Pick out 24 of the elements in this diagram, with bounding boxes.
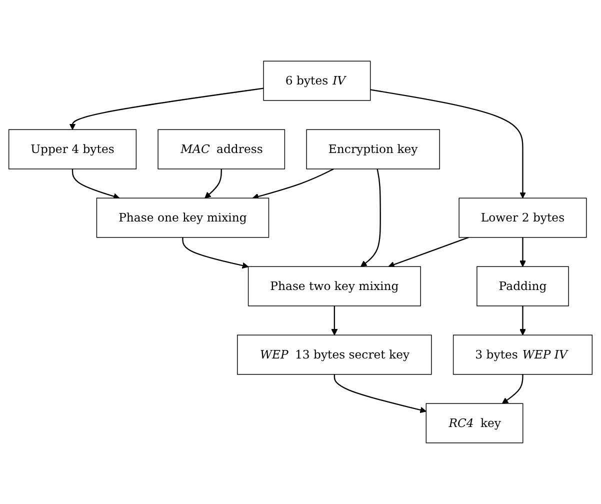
arrow bbox=[520, 306, 526, 336]
arrow bbox=[69, 88, 264, 130]
node-box: Encryption key bbox=[306, 129, 440, 170]
node-box: 3 bytes WEP IV bbox=[452, 334, 593, 375]
arrow bbox=[204, 168, 222, 198]
node-box: Padding bbox=[476, 266, 569, 306]
node-box: Phase one key mixing bbox=[96, 198, 270, 238]
arrow bbox=[252, 168, 334, 200]
arrow bbox=[360, 168, 381, 267]
arrow bbox=[334, 374, 426, 414]
node-box: 6 bytes IV bbox=[263, 60, 371, 101]
node-box: WEP 13 bytes secret key bbox=[237, 334, 432, 375]
node-box: Phase two key mixing bbox=[248, 266, 421, 306]
node-box: MAC address bbox=[158, 129, 286, 170]
arrow bbox=[388, 236, 469, 268]
node-box: Lower 2 bytes bbox=[458, 198, 587, 238]
arrow bbox=[370, 89, 526, 198]
node-box: RC4 key bbox=[426, 403, 524, 444]
arrow bbox=[520, 237, 526, 267]
arrow bbox=[502, 374, 524, 404]
node-box: Upper 4 bytes bbox=[8, 129, 137, 170]
arrow bbox=[182, 237, 249, 269]
arrow bbox=[72, 168, 120, 200]
arrow bbox=[331, 306, 338, 336]
